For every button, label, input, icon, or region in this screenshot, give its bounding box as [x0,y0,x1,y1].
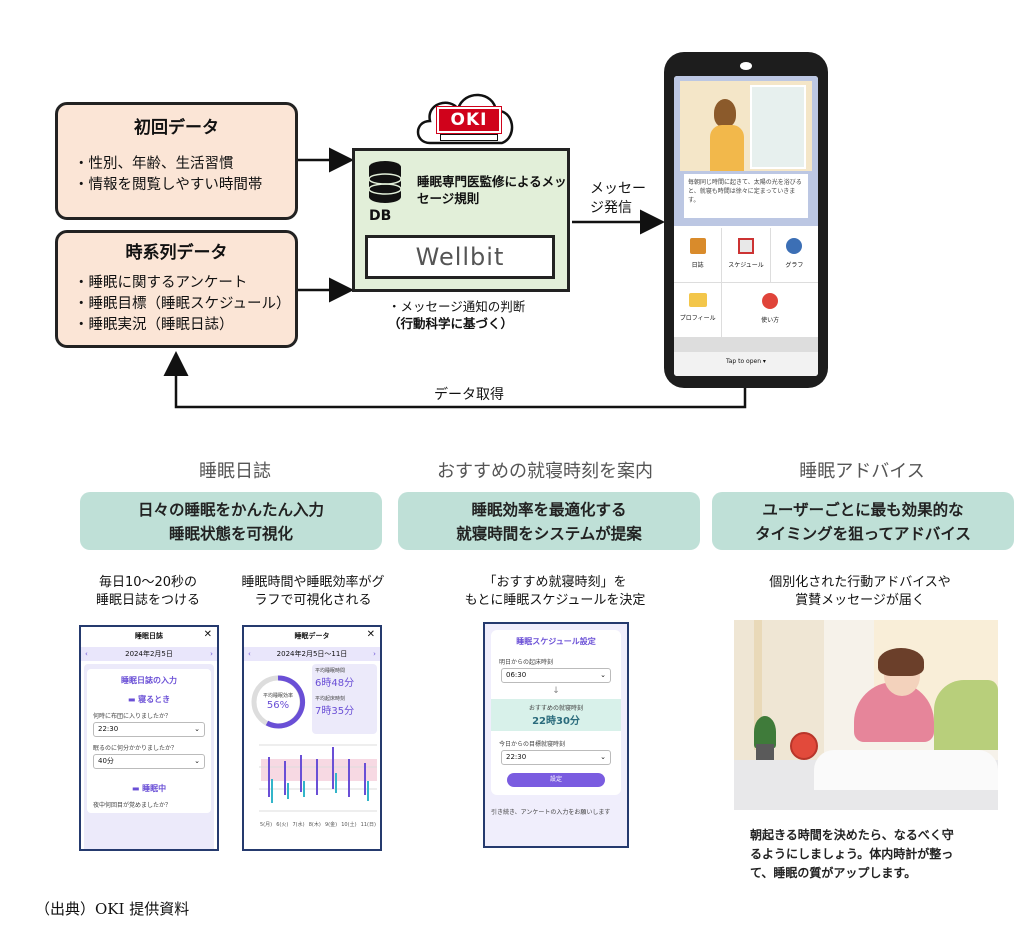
fetch-data-label: データ取得 [434,387,504,403]
prev-icon[interactable]: ‹ [248,650,251,658]
menu-item-diary[interactable]: 日誌 [674,228,722,282]
avg-sleep-value: 6時48分 [315,678,355,689]
diary-screen: 睡眠日誌 ✕ ‹ 2024年2月5日 › 睡眠日誌の入力 ▬ 寝るとき 何時に布… [79,625,219,851]
sleep-label: ▬ 寝るとき [127,695,171,704]
graph-screen: 睡眠データ ✕ ‹ 2024年2月5日～11日 › 平均睡眠効率 56% 平均睡… [242,625,382,851]
oki-logo: OKI [436,106,502,134]
profile-icon [688,293,707,307]
arrow-phone-to-timeseries [163,351,747,409]
diary-screen-title: 睡眠日誌 [135,632,163,640]
message-engine-box: DB 睡眠専門医監修によるメッセージ規則 Wellbit [352,148,570,292]
target-time-select[interactable]: 22:30⌄ [501,750,611,765]
db-label: DB [369,208,392,224]
bedtime-select[interactable]: 22:30⌄ [93,722,205,737]
initial-data-item: ・情報を閲覧しやすい時間帯 [74,177,263,193]
database-icon [368,161,402,203]
phone-screen: 毎朝同じ時間に起きて、太陽の光を浴びると、就寝も時間は徐々に定まっていきます。 … [674,76,818,376]
set-button[interactable]: 設定 [507,773,605,787]
diary-icon [689,238,706,254]
target-label: 今日からの目標就寝時刻 [499,741,566,748]
wake-label: 明日からの起床時刻 [499,659,554,666]
timeseries-data-item: ・睡眠実況（睡眠日誌） [74,317,234,333]
schedule-screen: 睡眠スケジュール設定 明日からの起床時刻 06:30⌄ ↓ おすすめの就寝時刻 … [483,622,629,848]
question-latency: 眠るのに何分かかりましたか？ [93,745,178,752]
close-icon[interactable]: ✕ [366,629,375,640]
initial-data-box: 初回データ ・性別、年齢、生活習慣 ・情報を閲覧しやすい時間帯 [55,102,298,220]
banner-diary: 日々の睡眠をかんたん入力睡眠状態を可視化 [80,492,382,550]
phone-camera [740,62,752,70]
caption-schedule: 「おすすめ就寝時刻」をもとに睡眠スケジュールを決定 [464,575,646,608]
diary-heading: 睡眠日誌の入力 [121,676,177,685]
alarm-clock-icon [790,732,818,760]
avg-wake-value: 7時35分 [315,706,355,717]
next-icon[interactable]: › [210,650,213,658]
efficiency-ring: 平均睡眠効率 56% [247,664,309,734]
smartphone: 毎朝同じ時間に起きて、太陽の光を浴びると、就寝も時間は徐々に定まっていきます。 … [664,52,828,388]
timeseries-data-item: ・睡眠目標（睡眠スケジュール） [74,296,291,312]
oki-logo-base [440,134,498,141]
diary-date: 2024年2月5日 [125,650,173,658]
advice-text: 朝起きる時間を決めたら、なるべく守るようにしましょう。体内時計が整って、睡眠の質… [750,828,954,880]
advice-illustration [734,620,998,810]
rules-text: 睡眠専門医監修によるメッセージ規則 [417,174,567,206]
latency-select[interactable]: 40分⌄ [93,754,205,769]
section-title-diary: 睡眠日誌 [199,461,271,482]
sleep-chart [259,744,377,812]
next-icon[interactable]: › [373,650,376,658]
schedule-footer: 引き続き、アンケートの入力をお願いします [491,809,611,816]
judge-line2: （行動科学に基づく） [388,316,514,331]
judge-line1: ・メッセージ通知の判断 [388,299,526,314]
initial-data-item: ・性別、年齢、生活習慣 [74,156,234,172]
message-text: 毎朝同じ時間に起きて、太陽の光を浴びると、就寝も時間は徐々に定まっていきます。 [684,174,808,218]
graph-icon [786,238,803,254]
banner-bedtime: 睡眠効率を最適化する就寝時間をシステムが提案 [398,492,700,550]
graph-range: 2024年2月5日～11日 [276,650,348,658]
source-note: （出典）OKI 提供資料 [35,900,190,918]
wellbit-logo: Wellbit [365,235,555,279]
help-icon [762,293,779,309]
recommended-bedtime: おすすめの就寝時刻 22時30分 [491,699,621,731]
down-arrow-icon: ↓ [552,686,560,696]
menu-grid: 日誌 スケジュール グラフ プロフィール 使い方 [674,228,818,352]
graph-screen-title: 睡眠データ [294,632,330,640]
close-icon[interactable]: ✕ [203,629,212,640]
section-title-bedtime: おすすめの就寝時刻を案内 [437,461,653,482]
prev-icon[interactable]: ‹ [85,650,88,658]
section-title-advice: 睡眠アドバイス [799,461,925,482]
caption-diary: 毎日10～20秒の睡眠日誌をつける [95,575,200,608]
menu-item-howto[interactable]: 使い方 [722,283,818,337]
diagram-arrows [163,147,747,409]
chart-day-labels: 5(月)6(火)7(水)8(木)9(金)10(土)11(日) [260,822,376,828]
timeseries-data-box: 時系列データ ・睡眠に関するアンケート ・睡眠目標（睡眠スケジュール） ・睡眠実… [55,230,298,348]
question-awakenings: 夜中何回目が覚めましたか？ [93,802,172,809]
calendar-icon [737,238,754,254]
menu-item-profile[interactable]: プロフィール [674,283,722,337]
caption-graph: 睡眠時間や睡眠効率がグラフで可視化される [241,575,385,608]
send-message-label: メッセージ発信 [590,181,646,216]
banner-advice: ユーザーごとに最も効果的なタイミングを狙ってアドバイス [712,492,1014,550]
during-sleep-label: ▬ 睡眠中 [131,784,167,793]
menu-item-graph[interactable]: グラフ [770,228,818,282]
plant-icon [754,716,776,748]
schedule-title: 睡眠スケジュール設定 [516,637,596,646]
wake-time-select[interactable]: 06:30⌄ [501,668,611,683]
caption-advice: 個別化された行動アドバイスや賞賛メッセージが届く [769,575,951,608]
menu-item-schedule[interactable]: スケジュール [722,228,770,282]
timeseries-data-item: ・睡眠に関するアンケート [74,275,248,291]
avg-wake-label: 平均起床時刻 [315,696,346,702]
timeseries-data-title: 時系列データ [125,243,228,263]
avg-sleep-label: 平均睡眠時間 [315,668,346,674]
question-bedtime: 何時に布団に入りましたか？ [93,713,172,720]
initial-data-title: 初回データ [134,118,219,138]
message-illustration [680,81,812,171]
tap-to-open[interactable]: Tap to open ▾ [674,352,818,376]
